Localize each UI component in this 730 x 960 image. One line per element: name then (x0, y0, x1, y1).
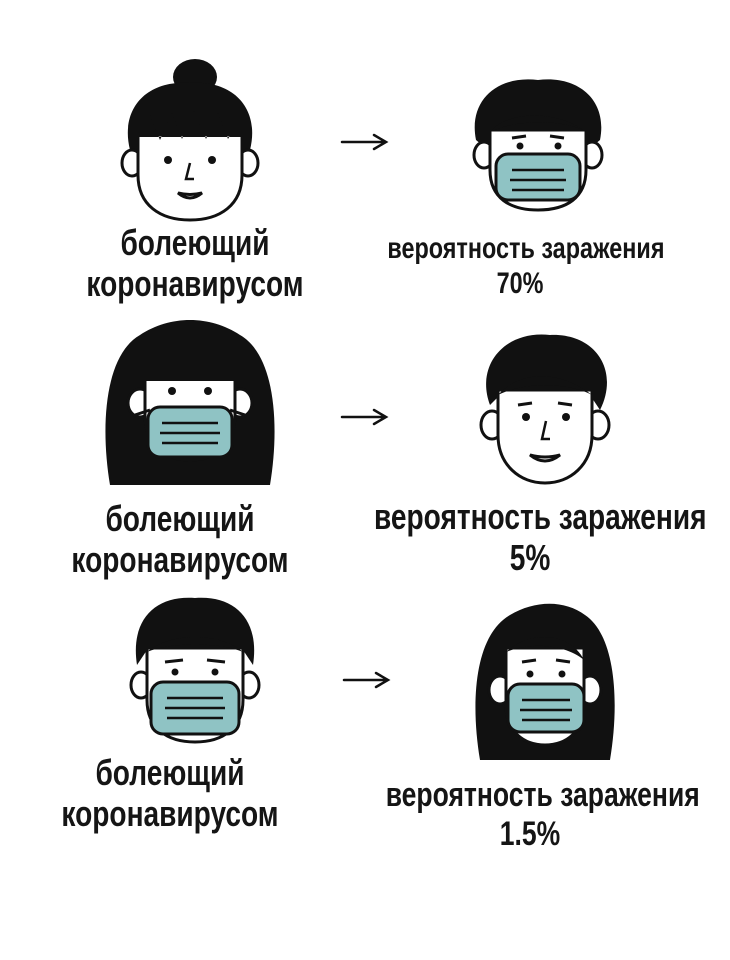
probability-percent: 5% (509, 537, 551, 579)
sick-label-line2: коронавирусом (71, 539, 289, 581)
healthy-person-masked-face-icon (475, 603, 615, 760)
probability-text: вероятность заражения (387, 232, 665, 265)
sick-label: болеющий коронавирусом (61, 752, 279, 835)
healthy-person-unmasked-face-icon (479, 334, 611, 485)
sick-label-line1: болеющий (120, 222, 270, 263)
sick-person-masked-face-icon (129, 597, 261, 744)
sick-label: болеющий коронавирусом (86, 222, 304, 305)
healthy-person-masked-face-icon (472, 79, 604, 212)
sick-label-line1: болеющий (105, 498, 255, 539)
sick-person-masked-face-icon (105, 320, 275, 485)
sick-person-unmasked-face-icon (120, 59, 260, 222)
probability-label: вероятность заражения 1.5% (385, 776, 700, 854)
probability-percent: 1.5% (499, 815, 561, 854)
mask-icon (506, 682, 586, 734)
probability-text: вероятность заражения (385, 776, 700, 814)
sick-label-line2: коронавирусом (86, 263, 304, 305)
arrow-right-icon (342, 671, 391, 689)
probability-label: вероятность заражения 5% (374, 496, 707, 579)
mask-icon (494, 152, 582, 202)
sick-label-line1: болеющий (95, 752, 245, 793)
sick-label-line2: коронавирусом (61, 793, 279, 835)
arrow-right-icon (340, 133, 389, 151)
sick-label: болеющий коронавирусом (71, 498, 289, 581)
arrow-right-icon (340, 408, 389, 426)
probability-text: вероятность заражения (374, 496, 707, 537)
probability-label: вероятность заражения 70% (387, 232, 665, 301)
probability-percent: 70% (496, 266, 544, 300)
